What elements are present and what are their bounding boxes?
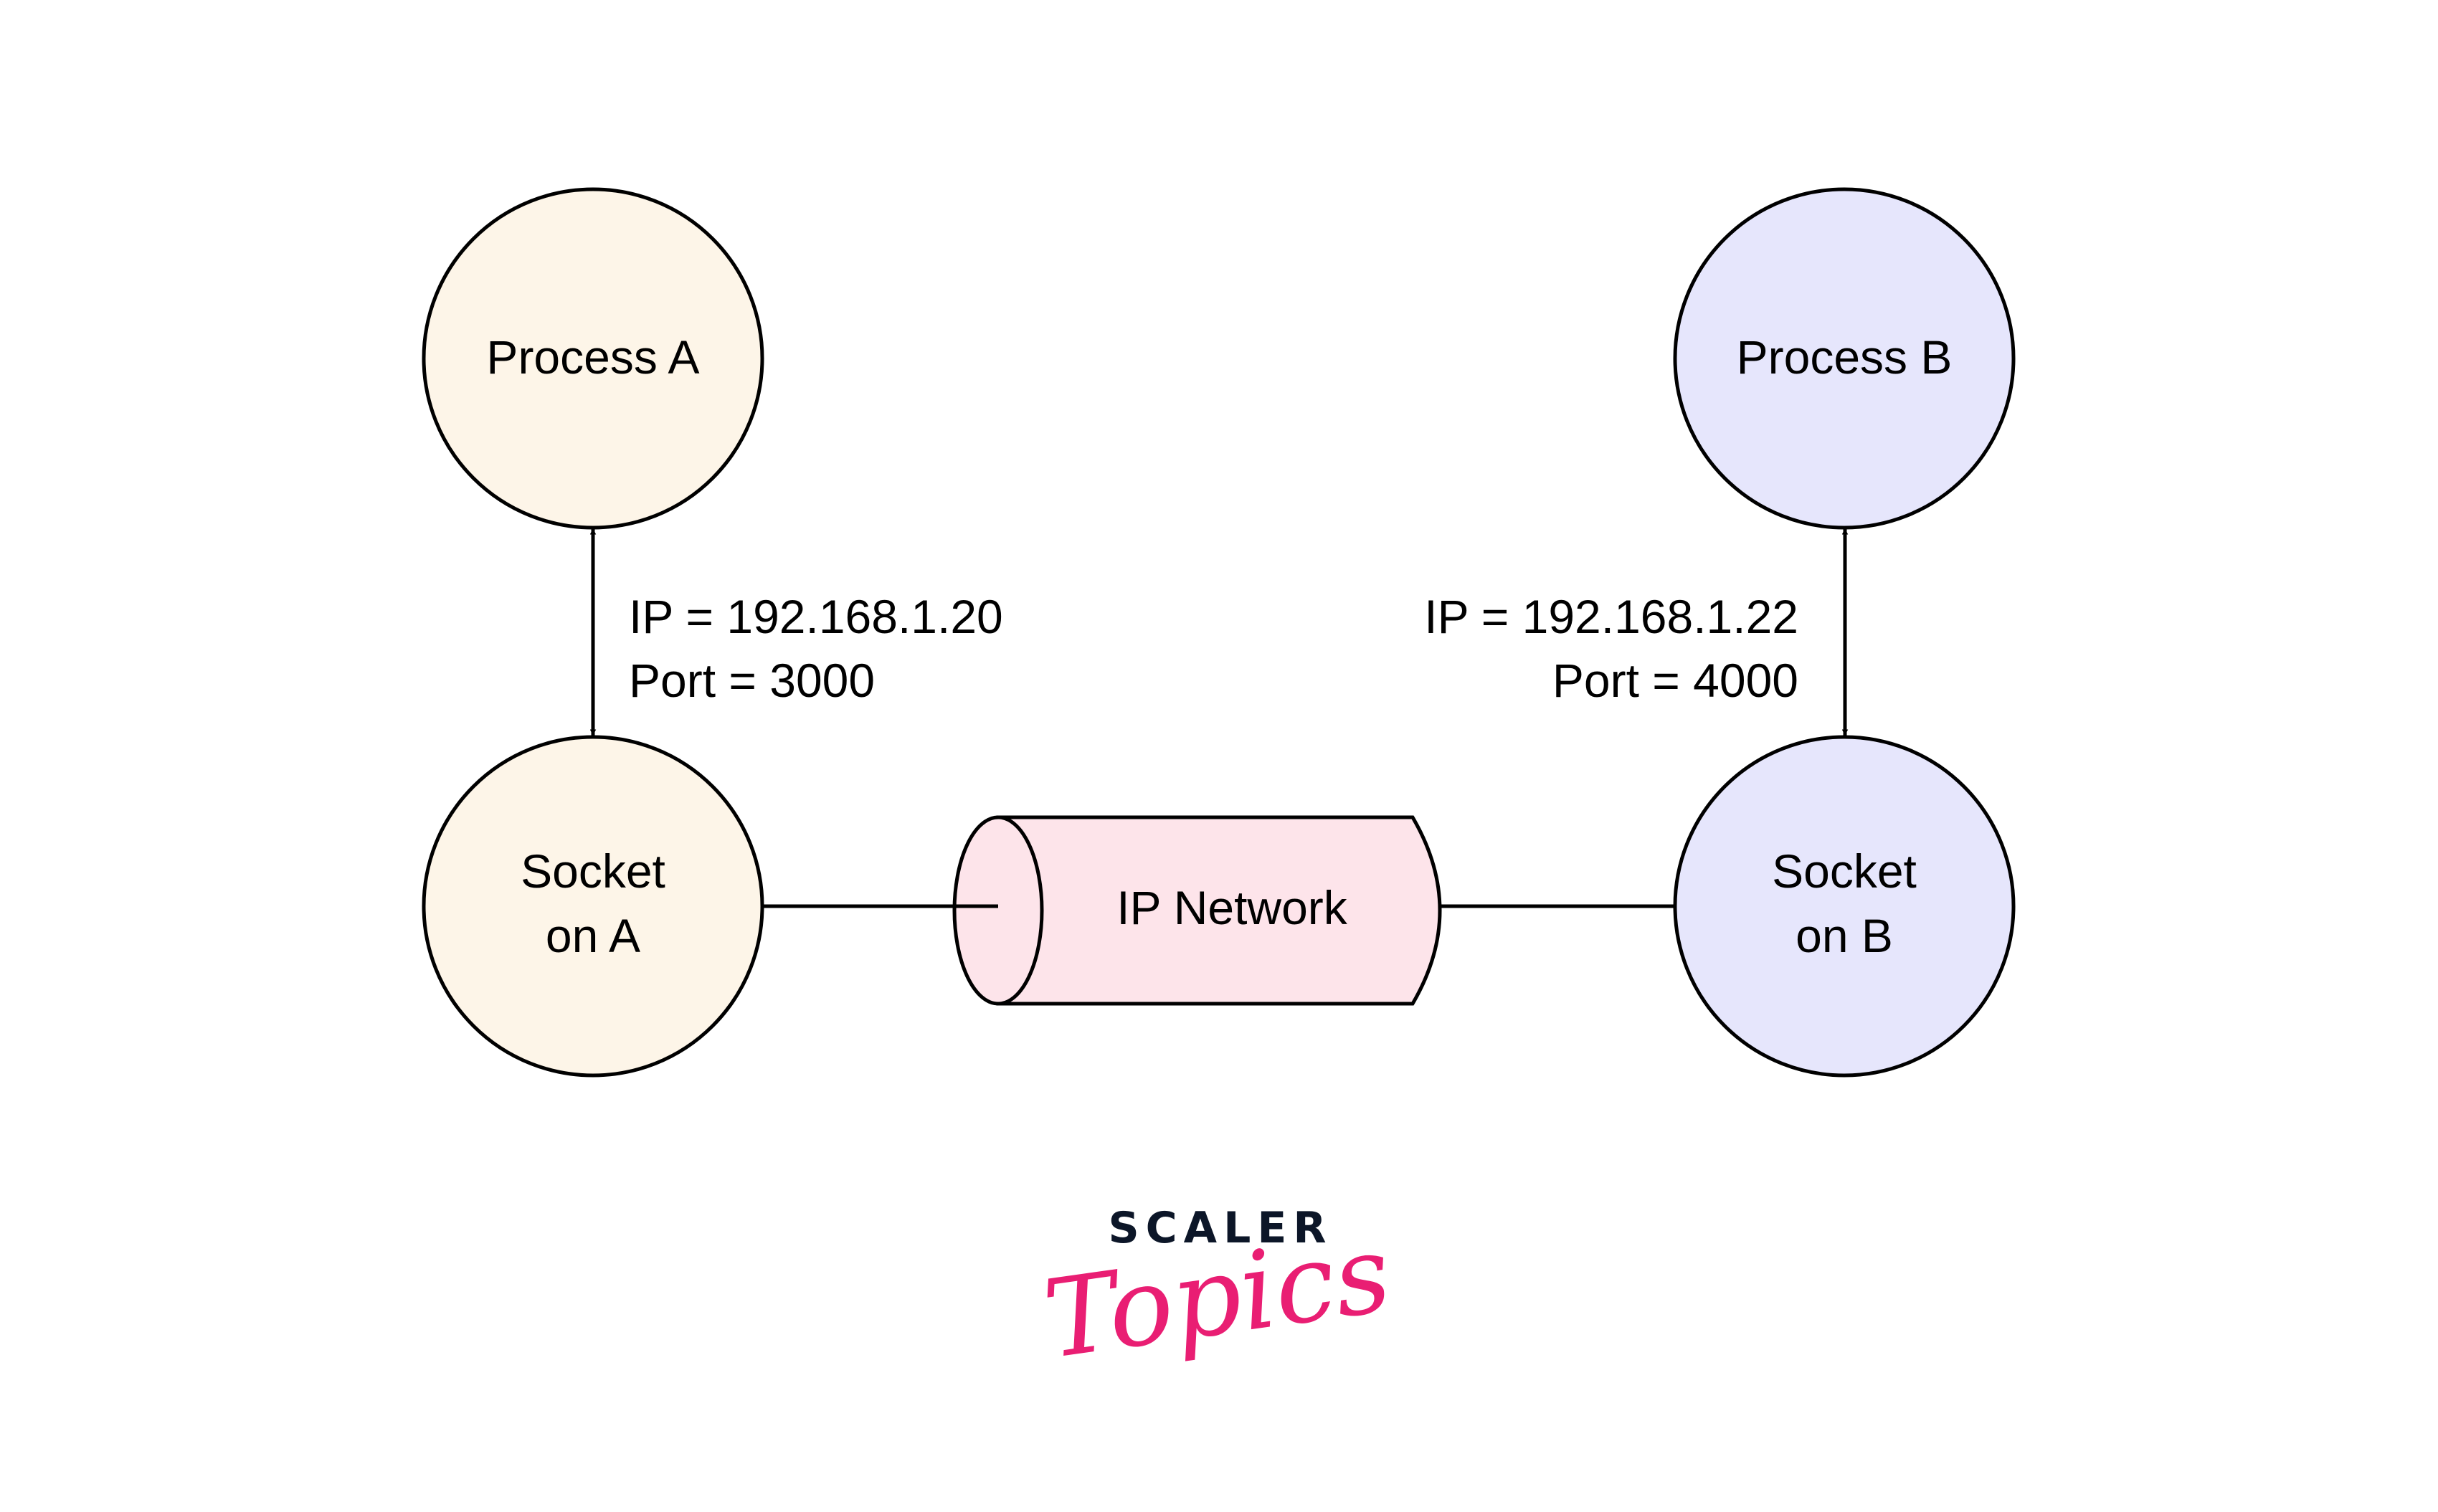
endpoint-a-port-label: Port = 3000 bbox=[629, 654, 875, 707]
process-a-node: Process A bbox=[422, 187, 764, 530]
socket-b-label-line1: Socket bbox=[1772, 845, 1917, 898]
endpoint-b-ip-label: IP = 192.168.1.22 bbox=[1424, 590, 1798, 643]
logo-scaler-text: SCALER bbox=[1108, 1203, 1332, 1253]
ip-network-node: IP Network bbox=[952, 815, 1442, 1006]
socket-b-node: Socket on B bbox=[1673, 735, 2016, 1078]
scaler-topics-logo: SCALER Topics bbox=[1037, 1203, 1398, 1383]
socket-b-circle bbox=[1673, 735, 2016, 1078]
process-a-label: Process A bbox=[486, 331, 699, 384]
socket-a-label-line2: on A bbox=[546, 909, 640, 962]
process-b-label: Process B bbox=[1737, 331, 1953, 384]
socket-a-node: Socket on A bbox=[422, 735, 764, 1078]
ip-network-cylinder-end bbox=[952, 815, 1044, 1006]
endpoint-a-ip-label: IP = 192.168.1.20 bbox=[629, 590, 1003, 643]
logo-topics-text: Topics bbox=[1037, 1211, 1398, 1383]
endpoint-b-port-label: Port = 4000 bbox=[1552, 654, 1798, 707]
process-b-node: Process B bbox=[1673, 187, 2016, 530]
process-a-circle bbox=[422, 187, 764, 530]
ip-network-label: IP Network bbox=[1116, 881, 1348, 934]
socket-a-label-line1: Socket bbox=[521, 845, 665, 898]
process-b-circle bbox=[1673, 187, 2016, 530]
socket-b-label-line2: on B bbox=[1796, 909, 1893, 962]
ip-network-cylinder-body bbox=[996, 815, 1442, 1006]
socket-a-circle bbox=[422, 735, 764, 1078]
